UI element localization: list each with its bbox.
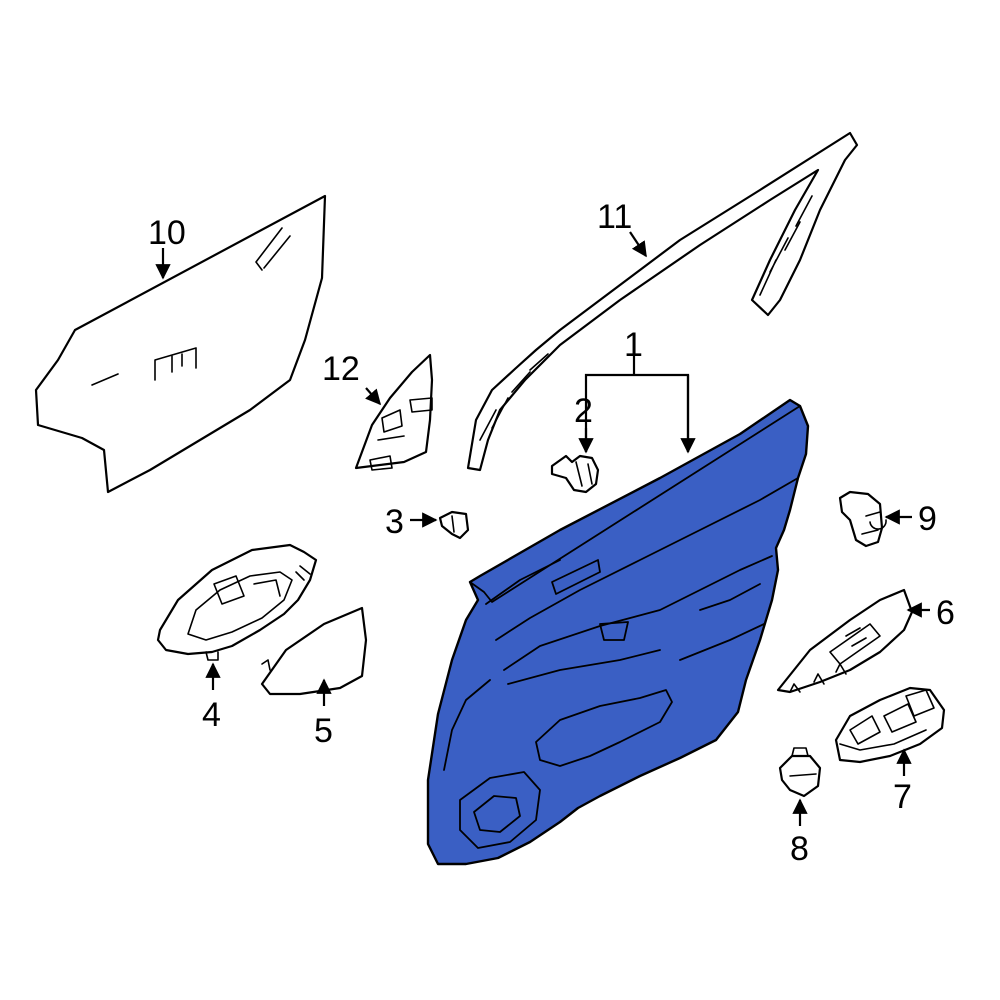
callout-5: 5: [314, 712, 333, 750]
callout-2: 2: [574, 392, 593, 430]
callout-10: 10: [148, 214, 186, 252]
door-trim-panel-part-1[interactable]: [426, 398, 810, 866]
leader-11: [629, 231, 647, 258]
handle-escutcheon-part-5[interactable]: [260, 606, 368, 696]
clip-part-2[interactable]: [550, 454, 600, 494]
door-molding-part-11[interactable]: [466, 131, 859, 472]
callout-1: 1: [624, 326, 643, 364]
clip-part-3[interactable]: [438, 510, 470, 540]
leader-1: [584, 373, 690, 452]
leader-12: [365, 387, 382, 406]
callout-labels: 10 11 12 1 2 3 4 5 9 6 7 8: [148, 198, 955, 868]
callout-7: 7: [893, 778, 912, 816]
inside-handle-part-4[interactable]: [156, 543, 318, 661]
callout-9: 9: [918, 500, 937, 538]
window-switch-part-7[interactable]: [834, 686, 946, 764]
switch-part-8[interactable]: [778, 747, 822, 798]
corner-finisher-part-12[interactable]: [354, 353, 434, 471]
callout-12: 12: [322, 350, 360, 388]
switch-part-9[interactable]: [838, 490, 887, 548]
callout-4: 4: [202, 696, 221, 734]
callout-6: 6: [936, 594, 955, 632]
water-shield-part-10[interactable]: [34, 194, 327, 494]
callout-8: 8: [790, 830, 809, 868]
callout-11: 11: [597, 198, 632, 236]
leader-lines: [155, 231, 930, 826]
callout-3: 3: [385, 503, 404, 541]
switch-finisher-part-6[interactable]: [776, 588, 914, 694]
